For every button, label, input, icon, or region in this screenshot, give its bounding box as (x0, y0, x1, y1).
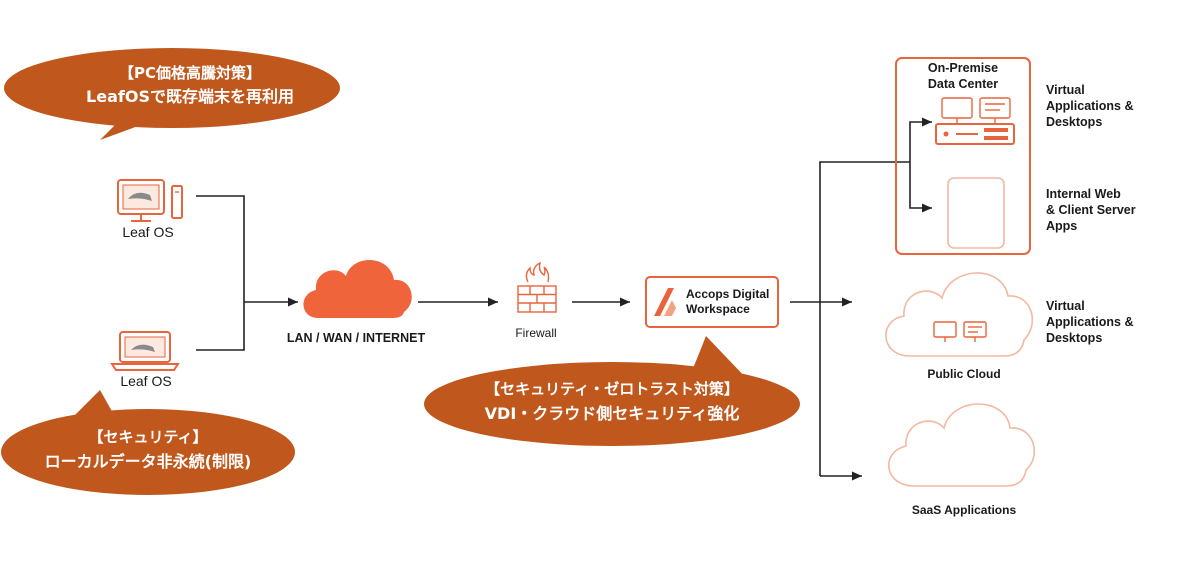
bubble-pc-cost-line2: LeafOSで既存端末を再利用 (86, 87, 294, 106)
server-desktop-icon (935, 97, 1015, 145)
connector-lines-left (196, 195, 298, 351)
bubble-zero-trust: 【セキュリティ・ゼロトラスト対策】 VDI・クラウド側セキュリティ強化 (424, 336, 800, 446)
network-label: LAN / WAN / INTERNET (287, 331, 426, 345)
cloud-desktops-icon (933, 321, 987, 342)
web-apps-line3: Apps (1046, 219, 1077, 233)
label-vad-cloud: Virtual Applications & Desktops (1046, 299, 1134, 345)
saas-node: SaaS Applications (888, 403, 1036, 517)
network-cloud-icon (303, 259, 412, 318)
leaf-os-desktop-node: Leaf OS (117, 179, 183, 240)
vad-dc-line2: Applications & (1046, 99, 1134, 113)
bubble-pc-cost: 【PC価格高騰対策】 LeafOSで既存端末を再利用 (4, 48, 340, 140)
firewall-icon (517, 261, 557, 313)
vad-cloud-line3: Desktops (1046, 331, 1102, 345)
web-app-panel-icon (947, 177, 1005, 249)
bubble-local-security-line1: 【セキュリティ】 (88, 428, 207, 446)
network-node: LAN / WAN / INTERNET (287, 259, 426, 345)
public-cloud-label: Public Cloud (927, 367, 1000, 381)
web-apps-line1: Internal Web (1046, 187, 1121, 201)
datacenter-node: On-Premise Data Center (895, 57, 1031, 255)
firewall-label: Firewall (515, 326, 556, 340)
vad-dc-line3: Desktops (1046, 115, 1102, 129)
bubble-zero-trust-line2: VDI・クラウド側セキュリティ強化 (485, 404, 740, 423)
vad-dc-line1: Virtual (1046, 83, 1085, 97)
saas-label: SaaS Applications (912, 503, 1017, 517)
laptop-icon (110, 331, 180, 371)
bubble-zero-trust-line1: 【セキュリティ・ゼロトラスト対策】 (485, 380, 739, 398)
saas-cloud-icon (888, 403, 1036, 487)
label-web-apps: Internal Web & Client Server Apps (1046, 187, 1136, 233)
public-cloud-icon (885, 272, 1034, 357)
vad-cloud-line2: Applications & (1046, 315, 1134, 329)
label-vad-datacenter: Virtual Applications & Desktops (1046, 83, 1134, 129)
leaf-os-laptop-node: Leaf OS (110, 331, 180, 389)
leaf-os-laptop-label: Leaf OS (120, 373, 171, 389)
public-cloud-node: Public Cloud (885, 272, 1034, 381)
accops-label-line2: Workspace (686, 302, 750, 316)
desktop-pc-icon (117, 179, 183, 222)
bubble-pc-cost-line1: 【PC価格高騰対策】 (119, 64, 261, 82)
bubble-local-security-line2: ローカルデータ非永続(制限) (45, 452, 252, 471)
accops-logo-icon (654, 288, 676, 316)
web-apps-line2: & Client Server (1046, 203, 1136, 217)
datacenter-label-line2: Data Center (928, 77, 998, 91)
vad-cloud-line1: Virtual (1046, 299, 1085, 313)
leaf-os-desktop-label: Leaf OS (122, 224, 173, 240)
datacenter-label-line1: On-Premise (928, 61, 998, 75)
connector-lines-right (790, 117, 932, 481)
bubble-local-security: 【セキュリティ】 ローカルデータ非永続(制限) (1, 390, 295, 495)
accops-workspace-node: Accops Digital Workspace (645, 276, 779, 328)
accops-label-line1: Accops Digital (686, 287, 769, 301)
firewall-node: Firewall (515, 261, 557, 340)
